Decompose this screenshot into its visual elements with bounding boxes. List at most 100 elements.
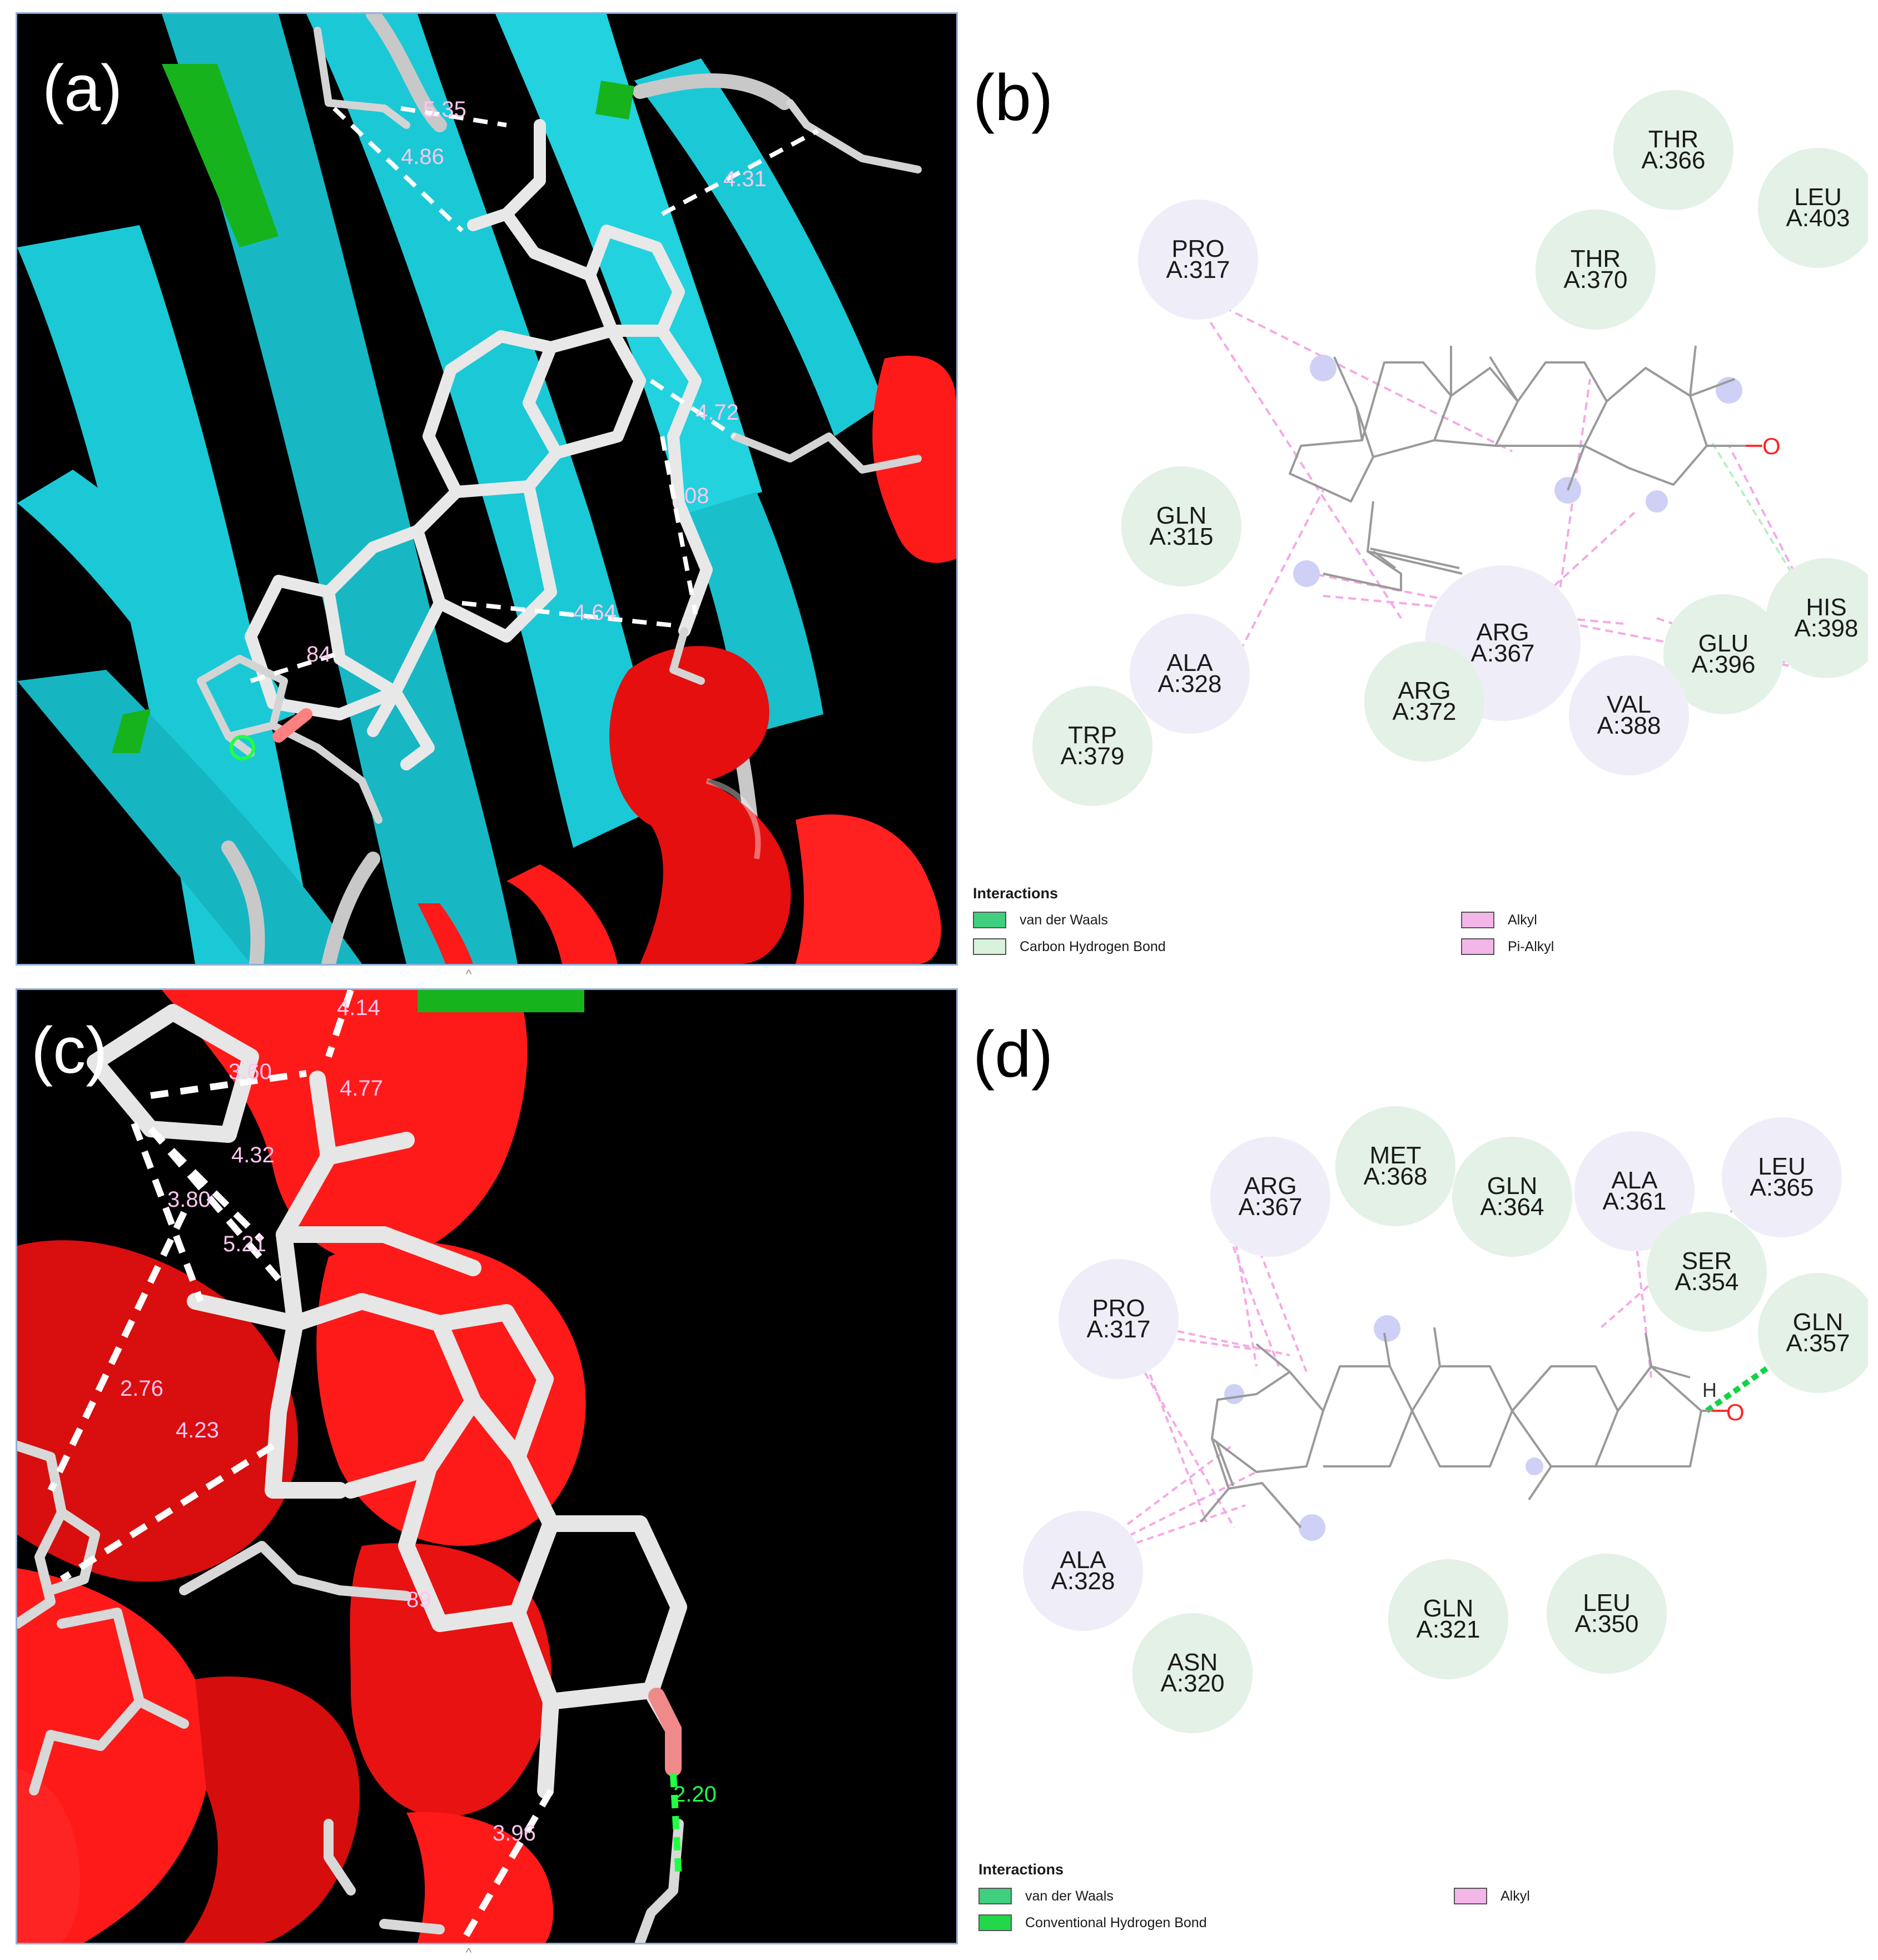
- residue-id: A:367: [1238, 1193, 1303, 1221]
- panel-d-label: (d): [973, 1018, 1054, 1091]
- residue-gln-357[interactable]: GLN A:357: [1758, 1273, 1868, 1393]
- legend-swatch: [978, 1914, 1012, 1931]
- residue-halo: [1121, 466, 1241, 586]
- residue-glu-396[interactable]: GLU A:396: [1663, 594, 1783, 714]
- residue-halo: [1758, 1273, 1868, 1393]
- residue-asn-320[interactable]: ASN A:320: [1132, 1613, 1253, 1733]
- residue-id: A:364: [1480, 1193, 1544, 1221]
- panel-a-beta-sheet: [17, 14, 885, 964]
- residue-pro-317[interactable]: PRO A:317: [1138, 200, 1258, 320]
- residue-name: GLN: [1156, 502, 1207, 529]
- legend-label: Carbon Hydrogen Bond: [1020, 938, 1166, 954]
- panel-c-label: (c): [31, 1014, 108, 1087]
- residue-val-388[interactable]: VAL A:388: [1569, 655, 1689, 775]
- residue-name: ARG: [1476, 619, 1529, 646]
- legend-label: van der Waals: [1020, 912, 1108, 928]
- legend-item-alkyl: Alkyl: [1454, 1888, 1530, 1904]
- panel-c-distance-labels: 4.14 3.60 4.77 4.32 3.80 5.21 2.76 4.23 …: [120, 996, 717, 1845]
- panel-a-distance-label: 4.72: [695, 400, 739, 425]
- panel-d-atom-highlights: [1224, 1315, 1543, 1541]
- panel-c-resize-grip[interactable]: ^: [466, 1946, 472, 1959]
- residue-name: VAL: [1607, 691, 1651, 718]
- residue-leu-365[interactable]: LEU A:365: [1722, 1117, 1842, 1237]
- legend-swatch: [1461, 912, 1494, 928]
- residue-id: A:365: [1750, 1174, 1814, 1201]
- panel-a-distance-label: 4.31: [723, 167, 767, 191]
- legend-swatch: [1454, 1888, 1487, 1904]
- panel-a-distance-labels: 5.35 4.86 4.31 4.72 08 4.64 84: [306, 97, 767, 666]
- residue-name: LEU: [1758, 1153, 1806, 1180]
- panel-c-distance-label: 4.14: [337, 996, 380, 1020]
- panel-c-distance-label: 3.60: [228, 1059, 272, 1084]
- legend-item-carbon-hydrogen-bond: Carbon Hydrogen Bond: [973, 938, 1166, 955]
- residue-pro-317[interactable]: PRO A:317: [1059, 1259, 1179, 1379]
- residue-id: A:367: [1470, 640, 1535, 667]
- panel-c-hydroxyl: [648, 1688, 682, 1777]
- residue-name: ARG: [1244, 1172, 1297, 1200]
- panel-c-3d-view[interactable]: 4.14 3.60 4.77 4.32 3.80 5.21 2.76 4.23 …: [16, 988, 958, 1944]
- legend-item-van-der-waals: van der Waals: [978, 1888, 1114, 1904]
- residue-ser-354[interactable]: SER A:354: [1647, 1212, 1767, 1332]
- panel-a-hbond-marker: [230, 735, 255, 760]
- residue-name: PRO: [1171, 235, 1225, 262]
- residue-id: A:328: [1157, 670, 1222, 698]
- panel-c-distance-label: 4.23: [176, 1418, 219, 1442]
- residue-name: ARG: [1398, 677, 1451, 704]
- panel-c-helices: [17, 990, 586, 1943]
- residue-leu-403[interactable]: LEU A:403: [1758, 148, 1868, 268]
- residue-halo: [1388, 1559, 1508, 1679]
- panel-a-distance-label: 5.35: [423, 97, 466, 122]
- residue-name: THR: [1570, 245, 1621, 272]
- residue-thr-370[interactable]: THR A:370: [1536, 210, 1656, 330]
- panel-a-distance-label: 4.64: [573, 600, 617, 625]
- residue-name: ALA: [1166, 649, 1213, 676]
- residue-halo: [1722, 1117, 1842, 1237]
- residue-halo: [1132, 1613, 1253, 1733]
- residue-halo: [1364, 641, 1484, 762]
- residue-met-368[interactable]: MET A:368: [1335, 1106, 1455, 1226]
- panel-a-side-chains: [197, 27, 922, 824]
- panel-c-turn: [418, 990, 584, 1012]
- panel-d-hydrogen-bond-line: [1705, 1341, 1803, 1414]
- panel-d-legend: Interactions van der Waals Conventional …: [978, 1861, 1862, 1939]
- panel-a-resize-grip[interactable]: ^: [466, 967, 472, 981]
- residue-trp-379[interactable]: TRP A:379: [1032, 686, 1152, 806]
- panel-b-2d-interaction-diagram[interactable]: O (b) THR A:366 LEU A:403 PRO A:317 THR …: [967, 12, 1868, 966]
- residue-ala-361[interactable]: ALA A:361: [1574, 1131, 1695, 1251]
- panel-c-distance-label: 5.21: [223, 1232, 266, 1256]
- residue-ala-328[interactable]: ALA A:328: [1023, 1511, 1143, 1631]
- panel-c-distance-label: 4.77: [340, 1076, 383, 1101]
- residue-halo: [1452, 1137, 1572, 1257]
- legend-label: Conventional Hydrogen Bond: [1025, 1914, 1207, 1931]
- panel-c-distance-label: 3.96: [493, 1821, 536, 1845]
- residue-halo: [1138, 200, 1258, 320]
- residue-gln-364[interactable]: GLN A:364: [1452, 1137, 1572, 1257]
- panel-c-distance-label: 2.76: [120, 1376, 163, 1401]
- panel-a-3d-view[interactable]: 5.35 4.86 4.31 4.72 08 4.64 84 (a): [16, 12, 958, 966]
- legend-item-conventional-hydrogen-bond: Conventional Hydrogen Bond: [978, 1914, 1207, 1931]
- panel-d-2d-interaction-diagram[interactable]: O H (d) MET A:368 ARG A:367 GLN A:364 AL…: [967, 988, 1868, 1944]
- residue-name: LEU: [1794, 183, 1842, 211]
- residue-id: A:403: [1786, 205, 1850, 232]
- residue-his-398[interactable]: HIS A:398: [1766, 558, 1868, 678]
- residue-id: A:328: [1051, 1568, 1115, 1595]
- residue-arg-367[interactable]: ARG A:367: [1210, 1137, 1330, 1257]
- panel-a-oxygen-atom: [272, 708, 312, 743]
- residue-id: A:320: [1160, 1670, 1225, 1697]
- residue-name: GLN: [1487, 1172, 1538, 1200]
- panel-d-oxygen-label: O: [1726, 1399, 1745, 1425]
- panel-c-distance-label: 3.80: [167, 1187, 211, 1212]
- legend-swatch: [973, 912, 1006, 928]
- residue-leu-350[interactable]: LEU A:350: [1547, 1554, 1667, 1674]
- residue-ala-328[interactable]: ALA A:328: [1130, 614, 1250, 734]
- residue-halo: [1758, 148, 1868, 268]
- residue-arg-372[interactable]: ARG A:372: [1364, 641, 1484, 762]
- residue-id: A:368: [1363, 1163, 1428, 1190]
- panel-c-structure: 4.14 3.60 4.77 4.32 3.80 5.21 2.76 4.23 …: [17, 990, 717, 1943]
- panel-a-distance-label: 4.86: [401, 145, 444, 169]
- residue-halo: [1032, 686, 1152, 806]
- residue-thr-366[interactable]: THR A:366: [1613, 90, 1733, 210]
- panel-b-atom-highlights: [1293, 355, 1742, 587]
- residue-gln-315[interactable]: GLN A:315: [1121, 466, 1241, 586]
- residue-gln-321[interactable]: GLN A:321: [1388, 1559, 1508, 1679]
